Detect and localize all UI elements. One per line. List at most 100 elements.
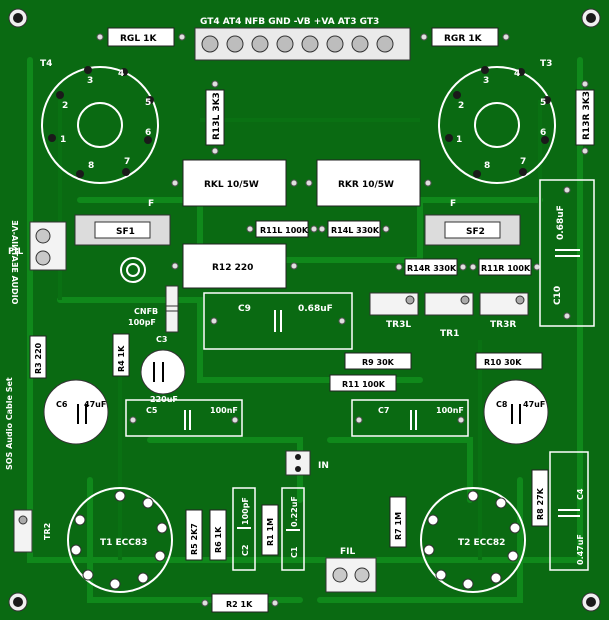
c1-label: C1 (290, 546, 299, 558)
c4-value: 0.47uF (576, 534, 585, 565)
fil-connector-bottom (325, 557, 377, 593)
resistor-rkl (171, 159, 298, 207)
r1-label: R1 1M (266, 518, 275, 546)
t3-pin8: 8 (484, 161, 490, 171)
c5-label: C5 (146, 406, 158, 415)
r11l-label: R11L 100K (260, 226, 309, 235)
r13l-label: R13L 3K3 (212, 92, 222, 140)
in-label: IN (318, 461, 329, 471)
c2-label: C2 (241, 545, 250, 556)
r5-label: R5 2K7 (190, 523, 199, 555)
c7-label: C7 (378, 406, 389, 415)
rkl-label: RKL 10/5W (204, 180, 259, 190)
rgl-label: RGL 1K (120, 34, 157, 44)
c2-value: 100pF (241, 497, 250, 525)
fuse-sf2 (424, 214, 521, 246)
t3-pin1: 1 (456, 135, 462, 145)
t3-pin3: 3 (483, 76, 489, 86)
t4-pin7: 7 (124, 157, 130, 167)
mounting-hole-tl (8, 8, 28, 28)
resistor-r6 (209, 509, 227, 561)
r14l-label: R14L 330K (331, 226, 380, 235)
resistor-r14l (318, 220, 390, 238)
resistor-rgl (96, 27, 186, 47)
resistor-r11r (469, 258, 541, 276)
fuse-left-mark: F (148, 199, 154, 209)
resistor-r8 (531, 469, 549, 527)
capacitor-c8 (483, 379, 549, 445)
t3-pin6: 6 (540, 128, 546, 138)
trimmer-tr1 (424, 292, 474, 316)
resistor-r13l (205, 80, 225, 155)
sf2-label: SF2 (466, 227, 485, 237)
r14r-label: R14R 330K (407, 264, 457, 273)
resistor-r11l (246, 220, 318, 238)
capacitor-c2 (232, 487, 256, 571)
r13r-label: R13R 3K3 (582, 91, 592, 140)
mounting-hole-tr (581, 8, 601, 28)
t3-label: T3 (540, 59, 552, 69)
r10-label: R10 30K (484, 358, 522, 367)
r11-label: R11 100K (342, 380, 386, 389)
resistor-r11 (329, 374, 397, 392)
resistor-r2 (201, 593, 279, 613)
trimmer-tr3r (479, 292, 529, 316)
c9-label: C9 (238, 304, 251, 314)
t4-pin6: 6 (145, 128, 151, 138)
top-terminal-block (194, 27, 411, 61)
resistor-r14r (395, 258, 467, 276)
c8-value: 47uF (523, 400, 545, 409)
input-connector (285, 450, 311, 476)
tr3l-label: TR3L (386, 320, 411, 330)
resistor-r13r (575, 80, 595, 155)
c3-label: C3 (156, 335, 167, 344)
capacitor-c4 (549, 451, 589, 571)
t4-label: T4 (40, 59, 52, 69)
t3-pin5: 5 (540, 98, 546, 108)
resistor-rgr (420, 27, 510, 47)
c8-label: C8 (496, 400, 508, 409)
mounting-hole-bl (8, 592, 28, 612)
ground-logo (120, 257, 146, 283)
c7-value: 100nF (436, 406, 464, 415)
c9-value: 0.68uF (298, 304, 333, 314)
r8-label: R8 27K (536, 487, 545, 520)
t4-pin3: 3 (87, 76, 93, 86)
c10-label: C10 (553, 286, 563, 305)
tube-socket-t3 (438, 66, 556, 184)
r6-label: R6 1K (214, 526, 223, 553)
rkr-label: RKR 10/5W (338, 180, 394, 190)
fil-bottom-label: FIL (340, 547, 355, 557)
t4-pin2: 2 (62, 101, 68, 111)
side-text: SOS Audio Cable Set (5, 377, 14, 470)
c6-value: 47uF (84, 400, 106, 409)
resistor-r10 (475, 352, 543, 370)
fil-connector-left (29, 221, 67, 271)
tube-socket-t1 (67, 487, 173, 593)
t3-pin2: 2 (458, 101, 464, 111)
r4-label: R4 1K (117, 345, 126, 372)
r11r-label: R11R 100K (481, 264, 531, 273)
top-connector-label: GT4 AT4 NFB GND -VB +VA AT3 GT3 (200, 17, 379, 27)
r2-label: R2 1K (226, 600, 253, 609)
tr1-label: TR1 (440, 329, 459, 339)
t2-label: T2 ECC82 (458, 538, 505, 548)
t4-pin1: 1 (60, 135, 66, 145)
tr3r-label: TR3R (490, 320, 516, 330)
rgr-label: RGR 1K (444, 34, 483, 44)
mirrored-side-text: ƎΛ-AIИTAƎE AUDIO (10, 220, 19, 305)
t4-pin5: 5 (145, 98, 151, 108)
capacitor-c3 (140, 349, 186, 395)
c1-value: 0.22uF (290, 496, 299, 527)
mounting-hole-br (581, 592, 601, 612)
tube-socket-t4 (41, 66, 159, 184)
resistor-rkr (305, 159, 432, 207)
resistor-r3 (29, 335, 47, 379)
resistor-r4 (112, 333, 130, 377)
t1-label: T1 ECC83 (100, 538, 147, 548)
resistor-r9 (344, 352, 412, 370)
fuse-right-mark: F (450, 199, 456, 209)
resistor-r1 (261, 504, 279, 556)
capacitor-c1 (281, 487, 305, 571)
